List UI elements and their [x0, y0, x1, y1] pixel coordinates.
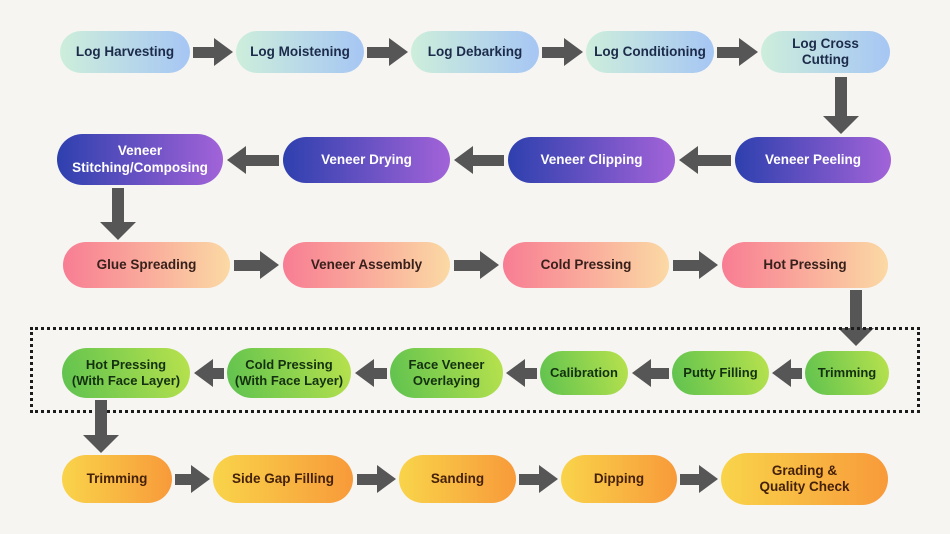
node-log-conditioning: Log Conditioning — [586, 31, 714, 73]
arrow-right-icon — [680, 465, 718, 493]
node-trimming-finishing: Trimming — [62, 455, 172, 503]
arrow-down-icon — [83, 400, 119, 453]
node-log-harvesting: Log Harvesting — [60, 31, 190, 73]
arrow-left-icon — [227, 146, 279, 174]
node-veneer-drying: Veneer Drying — [283, 137, 450, 183]
node-veneer-clipping: Veneer Clipping — [508, 137, 675, 183]
node-veneer-stitching-composing: Veneer Stitching/Composing — [57, 134, 223, 185]
node-veneer-peeling: Veneer Peeling — [735, 137, 891, 183]
arrow-left-icon — [454, 146, 504, 174]
arrow-right-icon — [454, 251, 499, 279]
arrow-right-icon — [519, 465, 558, 493]
arrow-right-icon — [717, 38, 758, 66]
arrow-left-icon — [772, 359, 802, 387]
arrow-left-icon — [506, 359, 537, 387]
node-calibration: Calibration — [540, 351, 628, 395]
node-cold-pressing: Cold Pressing — [503, 242, 669, 288]
node-dipping: Dipping — [561, 455, 677, 503]
arrow-down-icon — [823, 77, 859, 134]
node-log-debarking: Log Debarking — [411, 31, 539, 73]
node-sanding: Sanding — [399, 455, 516, 503]
node-side-gap-filling: Side Gap Filling — [213, 455, 353, 503]
node-grading-quality-check: Grading & Quality Check — [721, 453, 888, 505]
arrow-left-icon — [632, 359, 669, 387]
node-trimming-face-stage: Trimming — [805, 351, 889, 395]
arrow-right-icon — [367, 38, 408, 66]
arrow-down-icon — [100, 188, 136, 240]
node-hot-pressing: Hot Pressing — [722, 242, 888, 288]
arrow-right-icon — [193, 38, 233, 66]
node-glue-spreading: Glue Spreading — [63, 242, 230, 288]
node-face-veneer-overlaying: Face Veneer Overlaying — [390, 348, 503, 398]
node-hot-pressing-face-layer: Hot Pressing (With Face Layer) — [62, 348, 190, 398]
arrow-right-icon — [357, 465, 396, 493]
face-layer-group-box — [30, 327, 920, 413]
node-cold-pressing-face-layer: Cold Pressing (With Face Layer) — [227, 348, 351, 398]
node-veneer-assembly: Veneer Assembly — [283, 242, 450, 288]
arrow-left-icon — [679, 146, 731, 174]
arrow-right-icon — [175, 465, 210, 493]
node-log-moistening: Log Moistening — [236, 31, 364, 73]
arrow-right-icon — [234, 251, 279, 279]
arrow-left-icon — [194, 359, 224, 387]
node-putty-filling: Putty Filling — [672, 351, 769, 395]
arrow-left-icon — [355, 359, 387, 387]
node-log-cross-cutting: Log Cross Cutting — [761, 31, 890, 73]
arrow-right-icon — [673, 251, 718, 279]
arrow-right-icon — [542, 38, 583, 66]
arrow-down-icon — [838, 290, 874, 346]
